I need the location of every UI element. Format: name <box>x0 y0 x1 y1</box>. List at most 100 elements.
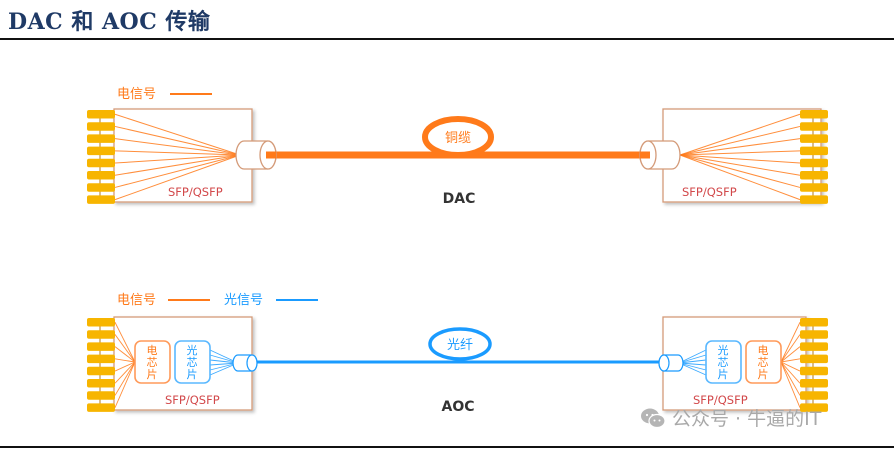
dac-left-module-label: SFP/QSFP <box>168 185 223 199</box>
dac-cable-label: 铜缆 <box>445 130 471 146</box>
aoc-left-electrical-chip-label: 电芯片 <box>147 344 158 381</box>
signal-line <box>679 154 801 176</box>
signal-line <box>679 154 801 164</box>
aoc-right-optical-chip-label: 光芯片 <box>718 343 729 381</box>
aoc-right-electrical-chip-label: 电芯片 <box>758 344 769 381</box>
dac-section: 电信号 SFP/QSFP 铜缆 SFP/QSFP DAC <box>87 87 828 207</box>
aoc-legend-optical-label: 光信号 <box>224 293 263 308</box>
signal-line <box>114 361 136 408</box>
signal-line <box>679 154 801 188</box>
signal-line <box>679 113 801 156</box>
signal-line <box>114 346 136 363</box>
pin <box>87 330 115 339</box>
signal-line <box>114 154 241 188</box>
signal-line <box>780 361 801 396</box>
signal-line <box>114 138 241 156</box>
signal-line <box>114 154 241 176</box>
pin <box>800 183 828 192</box>
signal-line <box>114 334 136 363</box>
aoc-right-module-label: SFP/QSFP <box>693 393 748 407</box>
signal-line <box>114 361 136 384</box>
pin <box>87 318 115 327</box>
signal-line <box>780 346 801 363</box>
signal-line <box>114 322 136 363</box>
page-title: DAC 和 AOC 传输 <box>8 9 211 35</box>
signal-line <box>780 361 801 384</box>
signal-line <box>114 154 241 164</box>
aoc-name: AOC <box>441 399 474 415</box>
aoc-left-electrical-fan <box>114 322 136 408</box>
pin <box>800 354 828 364</box>
signal-line <box>114 125 241 156</box>
dac-left-signal-fan <box>114 113 241 201</box>
signal-line <box>114 154 241 201</box>
aoc-right-electrical-chip <box>745 340 782 384</box>
pin <box>87 403 115 412</box>
dac-left-pins <box>87 110 115 204</box>
top-divider <box>0 38 894 40</box>
aoc-right-electrical-fan <box>780 322 801 408</box>
aoc-left-pins <box>87 318 115 412</box>
pin <box>800 366 828 376</box>
signal-line <box>678 362 707 376</box>
pin <box>87 366 115 376</box>
aoc-cable-loop <box>428 327 492 361</box>
signal-line <box>678 349 707 364</box>
signal-line <box>780 334 801 363</box>
pin <box>87 342 115 351</box>
aoc-cable-label: 光纤 <box>447 338 473 353</box>
dac-legend-electrical-label: 电信号 <box>117 87 156 102</box>
pin <box>800 379 828 388</box>
pin <box>800 318 828 327</box>
signal-line <box>679 138 801 156</box>
pin <box>800 134 828 143</box>
dac-right-connector <box>639 140 681 170</box>
pin <box>800 330 828 339</box>
signal-line <box>780 361 801 408</box>
signal-line <box>679 150 801 156</box>
aoc-right-connector <box>658 354 684 372</box>
pin <box>87 354 115 364</box>
pin <box>87 158 115 168</box>
aoc-legend-electrical-label: 电信号 <box>117 293 156 308</box>
signal-line <box>114 358 136 363</box>
signal-line <box>780 322 801 363</box>
dac-name: DAC <box>443 191 476 207</box>
signal-line <box>114 113 241 156</box>
aoc-left-module-label: SFP/QSFP <box>165 393 220 407</box>
pin <box>800 342 828 351</box>
dac-left-connector <box>235 140 277 170</box>
watermark-text: 公众号 · 牛逼的IT <box>672 408 822 430</box>
pin <box>87 391 115 400</box>
pin <box>800 158 828 168</box>
dac-right-pins <box>800 110 828 204</box>
signal-line <box>679 125 801 156</box>
pin <box>800 122 828 131</box>
pin <box>87 122 115 131</box>
dac-right-module-label: SFP/QSFP <box>682 185 737 199</box>
aoc-left-electrical-chip <box>134 340 171 384</box>
pin <box>87 134 115 143</box>
watermark: 公众号 · 牛逼的IT <box>640 404 821 431</box>
signal-line <box>114 150 241 156</box>
bottom-divider <box>0 446 894 448</box>
pin <box>87 183 115 192</box>
aoc-section: 电信号 光信号 电芯片 光芯片 SFP/QSFP 光纤 <box>87 293 828 415</box>
pin <box>800 403 828 412</box>
aoc-right-optical-chip <box>705 340 742 384</box>
signal-line <box>780 358 801 363</box>
wechat-icon <box>641 408 666 428</box>
pin <box>800 110 828 119</box>
signal-line <box>679 154 801 201</box>
pin <box>87 171 115 180</box>
dac-cable-loop <box>422 116 494 158</box>
signal-line <box>114 361 136 372</box>
aoc-right-pins <box>800 318 828 412</box>
pin <box>800 146 828 156</box>
pin <box>800 171 828 180</box>
pin <box>800 391 828 400</box>
pin <box>87 110 115 119</box>
pin <box>87 379 115 388</box>
dac-right-signal-fan <box>679 113 801 201</box>
